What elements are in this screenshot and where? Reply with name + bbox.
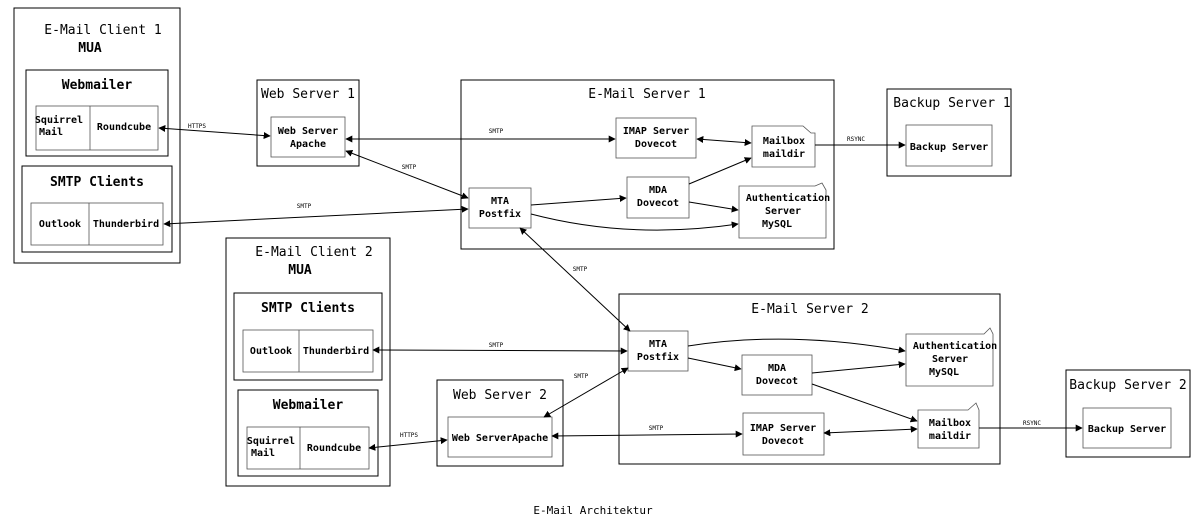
server-1-auth-1: Authentication — [746, 192, 830, 204]
edge-smtpclients2-mta2 — [372, 346, 628, 355]
server-1-imap-1: IMAP Server — [623, 126, 689, 137]
web-server-1-title: Web Server 1 — [261, 87, 355, 102]
edge-label-smtp-2: SMTP — [402, 164, 417, 171]
client-2-outlook: Outlook — [250, 346, 292, 357]
edge-label-smtp-5: SMTP — [489, 342, 504, 349]
server-2-imap-2: Dovecot — [762, 436, 804, 447]
server-1-auth-folder — [738, 182, 827, 239]
server-1-mailbox-2: maildir — [763, 148, 805, 160]
web-server-2: Web Server 2 Web ServerApache — [436, 379, 564, 467]
edge-mta2-mda2 — [687, 357, 742, 372]
client-2-squirrel-2: Mail — [251, 447, 275, 459]
client-1-smtp-clients: SMTP Clients Outlook Thunderbird — [21, 165, 173, 253]
edge-mda2-mailbox2 — [811, 383, 918, 423]
diagram-caption: E-Mail Architektur — [533, 504, 653, 517]
client-2-squirrel-1: Squirrel — [247, 435, 295, 447]
edge-label-smtp-6: SMTP — [574, 373, 589, 380]
server-2-mda-1: MDA — [768, 363, 786, 374]
client-2-mua: MUA — [288, 263, 312, 278]
web-server-2-title: Web Server 2 — [453, 388, 547, 403]
edge-mta1-mda1 — [530, 194, 627, 206]
client-2-webmailer: Webmailer Squirrel Mail Roundcube — [237, 389, 379, 477]
edge-webserver2-mta2 — [543, 367, 629, 418]
client-1-webmailer: Webmailer Squirrel Mail Roundcube — [25, 69, 169, 157]
web-server-1-inner-1: Web Server — [278, 126, 338, 137]
server-1-imap-2: Dovecot — [635, 139, 677, 150]
server-1-auth-3: MySQL — [762, 219, 792, 230]
backup-server-1-inner: Backup Server — [910, 142, 988, 153]
client-1-roundcube: Roundcube — [97, 122, 151, 133]
email-server-1: E-Mail Server 1 MTA Postfix IMAP Server … — [460, 79, 835, 250]
client-2-roundcube: Roundcube — [307, 443, 361, 454]
edge-mda1-auth1 — [688, 201, 739, 213]
server-2-mta-1: MTA — [649, 339, 667, 350]
server-2-auth-1: Authentication — [913, 340, 997, 352]
client-2-thunderbird: Thunderbird — [303, 345, 369, 357]
edge-smtpclients1-mta1 — [163, 205, 469, 228]
server-1-mda-1: MDA — [649, 185, 667, 196]
client-1-squirrel-1: Squirrel — [35, 114, 83, 126]
server-2-mailbox-folder — [917, 402, 980, 449]
web-server-1-inner-2: Apache — [290, 139, 326, 150]
email-client-1: E-Mail Client 1 MUA Webmailer Squirrel M… — [13, 7, 181, 264]
edge-label-https-2: HTTPS — [400, 432, 418, 439]
server-1-mda-2: Dovecot — [637, 198, 679, 209]
client-1-outlook: Outlook — [39, 219, 81, 230]
server-2-auth-2: Server — [932, 354, 968, 365]
web-server-1: Web Server 1 Web Server Apache — [256, 79, 360, 167]
server-2-mta-2: Postfix — [637, 351, 679, 363]
server-1-mailbox-folder — [751, 125, 816, 168]
client-2-webmailer-label: Webmailer — [273, 398, 344, 413]
edge-mda2-auth2 — [811, 361, 906, 374]
client-2-title: E-Mail Client 2 — [255, 245, 372, 260]
edge-label-smtp-7: SMTP — [649, 425, 664, 432]
client-1-title: E-Mail Client 1 — [44, 23, 161, 38]
client-1-smtp-clients-label: SMTP Clients — [50, 175, 144, 190]
edge-mta1-mta2 — [519, 227, 631, 332]
edge-label-smtp-1: SMTP — [489, 128, 504, 135]
client-2-smtp-clients: SMTP Clients Outlook Thunderbird — [233, 292, 383, 381]
email-server-1-title: E-Mail Server 1 — [588, 87, 705, 102]
edge-label-smtp-4: SMTP — [573, 266, 588, 273]
connections: HTTPS SMTP SMTP SMTP RSYNC SMTP SMTP SMT… — [158, 123, 1083, 451]
email-server-2: E-Mail Server 2 MTA Postfix MDA Dovecot … — [618, 293, 1001, 465]
client-2-smtp-clients-label: SMTP Clients — [261, 301, 355, 316]
edge-imap1-mailbox1 — [696, 135, 752, 147]
client-1-squirrel-2: Mail — [39, 126, 63, 138]
client-1-thunderbird: Thunderbird — [93, 218, 159, 230]
edge-mta1-auth1 — [530, 213, 739, 231]
edge-webserver2-imap2 — [551, 430, 743, 440]
server-1-mta-2: Postfix — [479, 208, 521, 220]
server-2-mda-2: Dovecot — [756, 376, 798, 387]
edge-label-rsync-2: RSYNC — [1023, 420, 1041, 427]
email-server-2-title: E-Mail Server 2 — [751, 302, 868, 317]
edge-mta2-auth2 — [687, 338, 906, 354]
backup-server-1-title: Backup Server 1 — [893, 96, 1010, 111]
client-1-webmailer-label: Webmailer — [62, 78, 133, 93]
server-2-imap-1: IMAP Server — [750, 423, 816, 434]
server-2-mailbox-2: maildir — [929, 430, 971, 442]
edge-label-https-1: HTTPS — [188, 123, 206, 130]
edge-mda1-mailbox1 — [688, 157, 752, 185]
server-1-auth-2: Server — [765, 206, 801, 217]
edge-webserver1-mta1 — [345, 149, 469, 200]
server-2-auth-3: MySQL — [929, 367, 959, 378]
server-2-auth-folder — [905, 327, 994, 387]
web-server-2-inner: Web ServerApache — [452, 433, 548, 444]
edge-imap2-mailbox2 — [823, 425, 918, 437]
backup-server-2: Backup Server 2 Backup Server — [1065, 369, 1191, 458]
email-client-2: E-Mail Client 2 MUA SMTP Clients Outlook… — [225, 237, 391, 487]
server-1-mta-1: MTA — [491, 196, 509, 207]
edge-label-rsync-1: RSYNC — [847, 136, 865, 143]
server-2-mailbox-1: Mailbox — [929, 417, 971, 429]
edge-webmailer1-webserver1 — [158, 124, 271, 140]
edge-webmailer2-webserver2 — [368, 437, 448, 451]
edge-label-smtp-3: SMTP — [297, 203, 312, 210]
backup-server-2-inner: Backup Server — [1088, 424, 1166, 435]
backup-server-1: Backup Server 1 Backup Server — [886, 88, 1012, 177]
client-1-mua: MUA — [78, 41, 102, 56]
backup-server-2-title: Backup Server 2 — [1069, 378, 1186, 393]
server-1-mailbox-1: Mailbox — [763, 135, 805, 147]
